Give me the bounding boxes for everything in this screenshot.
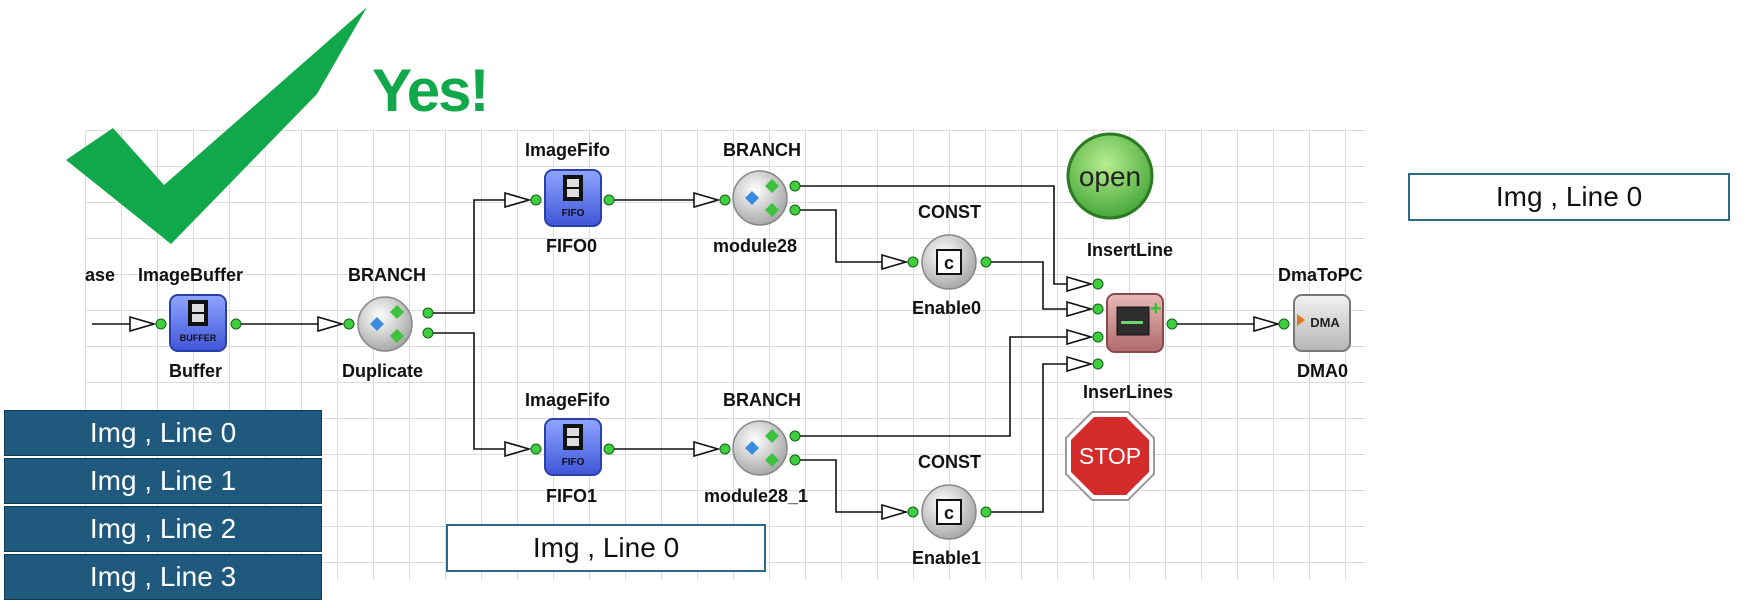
enable0-icon-text: c bbox=[944, 253, 954, 273]
stop-label: STOP bbox=[1079, 443, 1141, 469]
insert-line-module-icon[interactable]: + bbox=[1106, 293, 1164, 353]
fifo0-name: FIFO0 bbox=[546, 236, 598, 256]
yes-label: Yes! bbox=[372, 57, 489, 124]
stop-sign-icon[interactable]: STOP bbox=[1065, 411, 1155, 501]
module28-1-branch-icon[interactable] bbox=[732, 420, 788, 476]
fifo0-icon-text: FIFO bbox=[562, 208, 585, 219]
module28-name: module28 bbox=[713, 236, 798, 256]
buffer-module-icon[interactable]: BUFFER bbox=[169, 294, 227, 352]
enable1-icon-text: c bbox=[944, 503, 954, 523]
stack-line-1: Img , Line 1 bbox=[4, 458, 322, 504]
dma-name: DMA0 bbox=[1297, 361, 1349, 381]
enable0-name: Enable0 bbox=[912, 298, 982, 318]
fifo1-title: ImageFifo bbox=[525, 390, 611, 410]
buffer-name: Buffer bbox=[169, 361, 222, 381]
fifo1-module-icon[interactable]: FIFO bbox=[544, 418, 602, 476]
left-cut-title: ase bbox=[85, 265, 116, 285]
plus-icon: + bbox=[1150, 298, 1162, 320]
open-label: open bbox=[1079, 161, 1141, 192]
fifo0-title: ImageFifo bbox=[525, 140, 611, 160]
enable1-title: CONST bbox=[918, 452, 981, 472]
dma-module-icon[interactable]: DMA bbox=[1293, 294, 1351, 352]
dma-icon-text: DMA bbox=[1310, 315, 1340, 330]
wires bbox=[92, 185, 1254, 513]
module28-1-name: module28_1 bbox=[704, 486, 809, 506]
stack-line-0: Img , Line 0 bbox=[4, 410, 322, 456]
line-stack: Img , Line 0 Img , Line 1 Img , Line 2 I… bbox=[4, 410, 322, 602]
buffer-icon-text: BUFFER bbox=[180, 333, 217, 343]
enable0-const-icon[interactable]: c bbox=[921, 234, 977, 290]
connector-arrows bbox=[129, 191, 1281, 521]
module28-branch-icon[interactable] bbox=[732, 170, 788, 226]
duplicate-title: BRANCH bbox=[348, 265, 426, 285]
duplicate-branch-icon[interactable] bbox=[357, 296, 413, 352]
inserter-name: InserLines bbox=[1083, 382, 1174, 402]
fifo1-icon-text: FIFO bbox=[562, 457, 585, 468]
enable1-name: Enable1 bbox=[912, 548, 982, 568]
open-indicator[interactable]: open bbox=[1066, 132, 1154, 220]
fifo1-name: FIFO1 bbox=[546, 486, 598, 506]
dma-title: DmaToPC bbox=[1278, 265, 1363, 285]
module28-title: BRANCH bbox=[723, 140, 801, 160]
fifo0-module-icon[interactable]: FIFO bbox=[544, 169, 602, 227]
buffer-title: ImageBuffer bbox=[138, 265, 244, 285]
checkmark-icon bbox=[66, 7, 367, 244]
duplicate-name: Duplicate bbox=[342, 361, 424, 381]
module28-1-title: BRANCH bbox=[723, 390, 801, 410]
ports bbox=[155, 180, 1290, 518]
enable0-title: CONST bbox=[918, 202, 981, 222]
stack-line-2: Img , Line 2 bbox=[4, 506, 322, 552]
stack-line-3: Img , Line 3 bbox=[4, 554, 322, 600]
inserter-title: InsertLine bbox=[1087, 240, 1174, 260]
enable1-const-icon[interactable]: c bbox=[921, 484, 977, 540]
mid-packet-box: Img , Line 0 bbox=[446, 524, 766, 572]
right-packet-box: Img , Line 0 bbox=[1408, 173, 1730, 221]
